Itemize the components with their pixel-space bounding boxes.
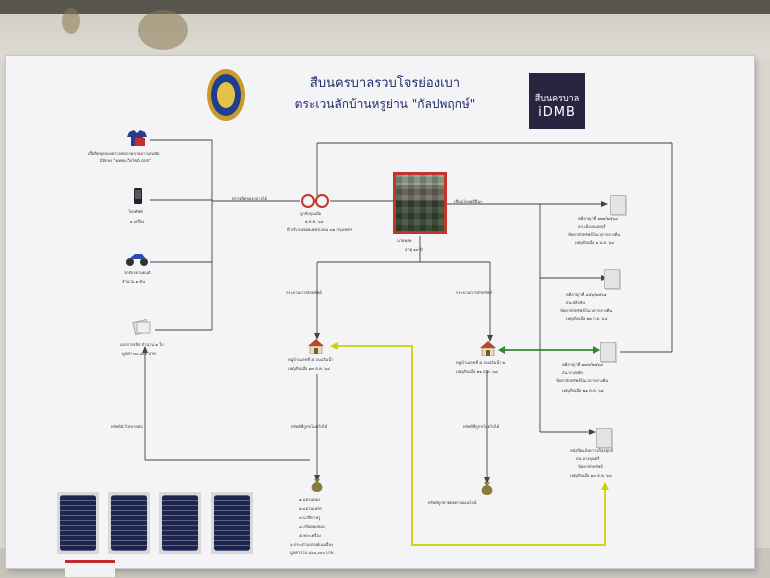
presentation-board <box>6 56 754 568</box>
wall-stain <box>62 8 80 34</box>
case-2-line2: สน.ตลิ่งชัน <box>566 300 585 305</box>
phone-screenshot <box>211 492 253 554</box>
idmb-logo: สืบนครบาล iDMB <box>529 73 585 129</box>
stolen-total: มูลค่ารวม ๔๐๐,๐๐๐ บาท <box>290 550 334 555</box>
stolen-item-3: ๓.นาฬิกาหรู <box>299 515 321 520</box>
selling-label: ทรัพย์นำไปขายต่อ <box>111 424 143 429</box>
suspect-photo <box>393 172 447 234</box>
evidence-phone-line1: โทรศัพท์ <box>128 209 143 214</box>
receipts-icon <box>132 319 151 335</box>
suspect-age: อายุ ๑๙ ปี <box>405 247 423 252</box>
evidence-motorbike-line2: จำนวน ๑ คัน <box>122 279 145 284</box>
house-icon <box>308 339 324 354</box>
wall-ledge <box>0 0 770 14</box>
case-1-line4: เหตุเกิดเมื่อ ๑ ม.ค. ๖๔ <box>575 240 615 245</box>
case-1-line2: สภ.เมืองนนทบุรี <box>578 224 606 229</box>
shirt-icon <box>127 130 147 146</box>
arrest-date: ๒ ต.ค. ๖๔ <box>305 219 324 224</box>
evidence-phone-line2: ๑ เครื่อง <box>130 219 145 224</box>
motorbike-icon <box>126 254 148 266</box>
phone-screenshot <box>159 492 201 554</box>
branch-left-label: กระบวนการลักทรัพย์ <box>286 290 322 295</box>
stolen-right-label: ทรัพย์ที่ถูกขโมยไปได้ <box>463 424 500 429</box>
police-seal-icon <box>207 69 245 121</box>
stolen-item-4: ๔.สร้อยคอทอง <box>299 524 325 529</box>
house-left-line2: เหตุเกิดเมื่อ ๑๓ ต.ค. ๖๔ <box>288 366 330 371</box>
house-left-line1: หมู่บ้านเลขที่ ๕ ถนนริมน้ำ <box>288 357 334 362</box>
mobile-phone-icon <box>134 188 142 204</box>
handcuff-icon <box>301 194 329 208</box>
case-2-line1: คดีอาญาที่ ๔๕๖/๒๕๖๔ <box>566 292 607 297</box>
case-4-line4: เหตุเกิดเมื่อ ๑๓ ต.ค. ๖๔ <box>570 473 612 478</box>
seized-evidence-label: ตรวจยึดของกลางได้ <box>232 196 268 201</box>
stolen-item-6: ๖.กระเป๋าแบรนด์เนมอื่นๆ <box>290 542 334 547</box>
case-3-line2: สน.บางพลัด <box>562 370 583 375</box>
wall-stain <box>138 10 188 50</box>
evidence-shirts-line1: เสื้อยืดชุดของตรวจพบลวดลายดาวเด่นชัด <box>88 151 160 156</box>
suspect-name: นายพงษ <box>397 238 412 243</box>
logo-line1: สืบนครบาล <box>534 94 580 104</box>
arrest-label: ถูกจับกุมเมื่อ <box>300 211 322 216</box>
case-document-icon <box>604 269 620 289</box>
board-subtitle: ตระเวนลักบ้านหรูย่าน "กัลปพฤกษ์" <box>294 97 476 111</box>
money-bag-icon <box>311 479 323 492</box>
house-icon <box>480 341 496 356</box>
case-3-line1: คดีอาญาที่ ๗๘๙/๒๕๖๔ <box>562 362 604 367</box>
case-4-line2: สน.บางขุนศรี <box>576 456 600 461</box>
stolen-item-5: ๕.พระเครื่อง <box>299 533 321 538</box>
stolen-item-1: ๑.แหวนทอง <box>299 497 320 502</box>
house-right-line2: เหตุเกิดเมื่อ ๒๑ ต.ค. ๖๔ <box>456 369 498 374</box>
case-1-line3: ข้อหาลักทรัพย์ในเวลากลางคืน <box>568 232 621 237</box>
phone-screenshot <box>57 492 99 554</box>
case-1-line1: คดีอาญาที่ ๑๒๓/๒๕๖๔ <box>578 216 618 221</box>
stolen-left-label: ทรัพย์ที่ถูกขโมยไปได้ <box>291 424 328 429</box>
stolen-item-2: ๒.แหวนเพชร <box>299 506 322 511</box>
house-right-line1: หมู่บ้านเลขที่ ๕ ถนนริมน้ำ ๒ <box>456 360 506 365</box>
linked-cases-label: เชื่อมโยงคดีอื่นๆ <box>454 199 483 204</box>
branch-right-label: กระบวนการลักทรัพย์ <box>456 290 492 295</box>
case-document-icon <box>600 342 616 362</box>
case-document-icon <box>596 428 612 448</box>
case-3-line4: เหตุเกิดเมื่อ ๒๑ ต.ค. ๖๔ <box>562 388 604 393</box>
logo-line2: iDMB <box>538 105 576 120</box>
case-2-line4: เหตุเกิดเมื่อ ๒๒ ก.ย. ๖๔ <box>566 316 608 321</box>
board-title: สืบนครบาลรวบโจรย่องเบา <box>309 76 461 91</box>
case-3-line3: ข้อหาลักทรัพย์ในเวลากลางคืน <box>556 378 609 383</box>
case-4-line3: ข้อหาลักทรัพย์ <box>578 464 603 469</box>
money-bag-icon <box>481 482 493 495</box>
case-2-line3: ข้อหาลักทรัพย์ในเวลากลางคืน <box>560 308 613 313</box>
evidence-receipts-line2: มูลค่า ๓๐,๐๐๐ บาท <box>122 351 156 356</box>
evidence-motorbike-line1: รถจักรยานยนต์ <box>124 270 151 275</box>
evidence-receipts-line1: เอกสารสลิป จำนวน ๒ ใบ <box>120 342 164 347</box>
phone-screenshot <box>108 492 150 554</box>
arrest-place: ที่ บริเวณซอยเพชรเกษม ๘๑ กรุงเทพฯ <box>287 227 352 232</box>
name-tag <box>65 560 115 577</box>
case-4-line1: หนังสือแจ้งความร้องทุกข์ <box>570 448 614 453</box>
online-resale-label: ทรัพย์ถูกขายต่อทางออนไลน์ <box>428 500 477 505</box>
case-document-icon <box>610 195 626 215</box>
evidence-shirts-line2: มีอักษร "www.เว็บไซต์.com" <box>100 158 152 163</box>
